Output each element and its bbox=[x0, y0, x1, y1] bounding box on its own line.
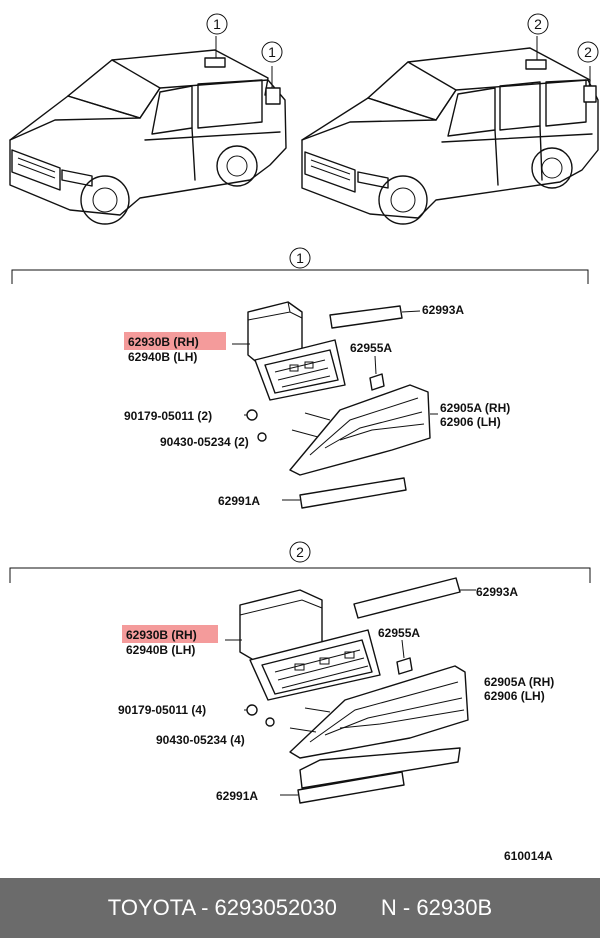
footer-brand-part-number: TOYOTA - 6293052030 bbox=[107, 895, 337, 920]
label-62993a: 62993A bbox=[422, 303, 464, 317]
callout-2-rear: 2 bbox=[577, 41, 599, 63]
seal-strip-lower bbox=[299, 477, 407, 509]
svg-text:1: 1 bbox=[213, 16, 221, 32]
label-90179: 90179-05011 (2) bbox=[124, 409, 212, 423]
part-info-footer: TOYOTA - 6293052030 N - 62930B bbox=[0, 878, 600, 938]
nut bbox=[265, 717, 275, 727]
footer-part-code: N - 62930B bbox=[380, 895, 493, 920]
screw bbox=[246, 704, 258, 716]
vehicle-5door-illustration bbox=[301, 36, 599, 225]
svg-text:1: 1 bbox=[268, 44, 276, 60]
nut bbox=[257, 432, 267, 442]
label-90179: 90179-05011 (4) bbox=[118, 703, 206, 717]
label-62906: 62906 (LH) bbox=[440, 415, 501, 429]
label-62906: 62906 (LH) bbox=[484, 689, 545, 703]
svg-text:1: 1 bbox=[296, 250, 304, 266]
screw bbox=[246, 409, 258, 421]
label-62991a: 62991A bbox=[216, 789, 258, 803]
bulb-socket bbox=[369, 373, 385, 391]
label-62991a: 62991A bbox=[218, 494, 260, 508]
highlight-62930b bbox=[122, 625, 218, 643]
label-62905a: 62905A (RH) bbox=[484, 675, 554, 689]
callout-2-roof: 2 bbox=[527, 13, 549, 35]
label-62930b: 62930B (RH) bbox=[128, 335, 199, 349]
section-2-header: 2 bbox=[9, 541, 591, 583]
svg-text:2: 2 bbox=[534, 16, 542, 32]
label-62940b: 62940B (LH) bbox=[128, 350, 197, 364]
svg-text:2: 2 bbox=[584, 44, 592, 60]
section-2-exploded-view bbox=[225, 577, 476, 804]
bulb-socket bbox=[396, 657, 413, 675]
label-62955a: 62955A bbox=[350, 341, 392, 355]
label-62930b: 62930B (RH) bbox=[126, 628, 197, 642]
lamp-lens bbox=[289, 665, 469, 759]
section-2-labels: 62993A 62930B (RH) 62940B (LH) 62955A 62… bbox=[118, 585, 554, 803]
section-1-labels: 62993A 62930B (RH) 62940B (LH) 62955A 62… bbox=[124, 303, 510, 508]
callout-1-rear: 1 bbox=[261, 41, 283, 63]
highlight-62930b bbox=[124, 332, 226, 350]
label-62993a: 62993A bbox=[476, 585, 518, 599]
label-90430: 90430-05234 (2) bbox=[160, 435, 249, 449]
section-1-header: 1 bbox=[11, 247, 589, 284]
seal-strip-lower bbox=[297, 771, 405, 804]
svg-text:2: 2 bbox=[296, 544, 304, 560]
lamp-lens bbox=[289, 384, 431, 476]
section-1-exploded-view bbox=[232, 301, 438, 509]
label-62905a: 62905A (RH) bbox=[440, 401, 510, 415]
diagram-code: 610014A bbox=[504, 849, 553, 863]
label-62940b: 62940B (LH) bbox=[126, 643, 195, 657]
label-90430: 90430-05234 (4) bbox=[156, 733, 245, 747]
label-62955a: 62955A bbox=[378, 626, 420, 640]
seal-strip-upper bbox=[353, 577, 461, 619]
seal-strip-upper bbox=[329, 305, 403, 329]
vehicle-3door-illustration bbox=[9, 36, 287, 225]
parts-diagram: 1 1 2 2 1 bbox=[9, 13, 599, 863]
callout-1-roof: 1 bbox=[206, 13, 228, 35]
